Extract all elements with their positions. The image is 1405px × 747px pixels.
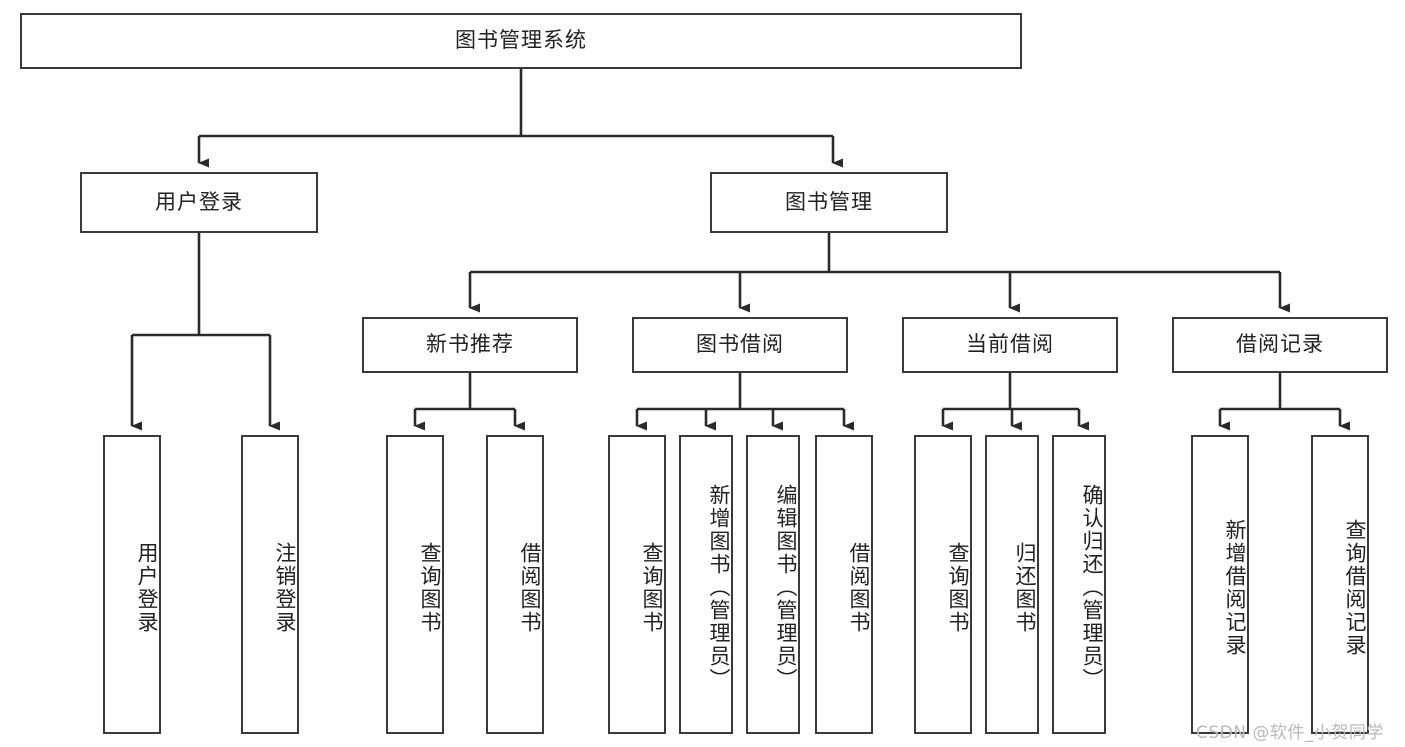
node-leaf-confirm-return-admin[interactable]: 确认归还（管理员） (1052, 435, 1106, 734)
node-new-book-recommend[interactable]: 新书推荐 (362, 317, 578, 373)
node-leaf-edit-book-admin-label: 编辑图书（管理员） (774, 484, 798, 691)
node-root[interactable]: 图书管理系统 (20, 13, 1022, 69)
node-leaf-query-books-borrow[interactable]: 查询图书 (608, 435, 666, 734)
node-leaf-query-books-new[interactable]: 查询图书 (386, 435, 444, 734)
node-leaf-return-books[interactable]: 归还图书 (985, 435, 1039, 734)
node-book-borrow[interactable]: 图书借阅 (632, 317, 848, 373)
node-book-borrow-label: 图书借阅 (696, 332, 784, 357)
node-book-management[interactable]: 图书管理 (710, 172, 948, 233)
node-user-login[interactable]: 用户登录 (80, 172, 318, 233)
node-leaf-user-login[interactable]: 用户登录 (103, 435, 161, 734)
node-leaf-borrow-books-borrow[interactable]: 借阅图书 (815, 435, 873, 734)
node-book-management-label: 图书管理 (785, 189, 873, 214)
node-leaf-confirm-return-admin-label: 确认归还（管理员） (1080, 484, 1104, 691)
node-leaf-query-books-current-label: 查询图书 (946, 541, 970, 634)
node-leaf-logout-login[interactable]: 注销登录 (241, 435, 299, 734)
node-user-login-label: 用户登录 (155, 189, 243, 214)
node-leaf-add-borrow-record[interactable]: 新增借阅记录 (1191, 435, 1249, 734)
node-leaf-add-book-admin-label: 新增图书（管理员） (707, 484, 731, 691)
node-leaf-borrow-books-new[interactable]: 借阅图书 (486, 435, 544, 734)
node-leaf-query-borrow-record-label: 查询借阅记录 (1343, 518, 1367, 657)
node-current-borrow[interactable]: 当前借阅 (902, 317, 1118, 373)
node-leaf-edit-book-admin[interactable]: 编辑图书（管理员） (746, 435, 800, 734)
node-root-label: 图书管理系统 (455, 28, 587, 53)
node-leaf-query-books-new-label: 查询图书 (418, 541, 442, 634)
watermark: CSDN @软件_小贺同学 (1196, 723, 1384, 743)
node-leaf-borrow-books-new-label: 借阅图书 (518, 541, 542, 634)
node-borrow-records[interactable]: 借阅记录 (1172, 317, 1388, 373)
node-current-borrow-label: 当前借阅 (966, 332, 1054, 357)
node-leaf-query-books-borrow-label: 查询图书 (640, 541, 664, 634)
node-leaf-return-books-label: 归还图书 (1013, 541, 1037, 634)
node-leaf-add-book-admin[interactable]: 新增图书（管理员） (679, 435, 733, 734)
node-borrow-records-label: 借阅记录 (1236, 332, 1324, 357)
node-new-book-recommend-label: 新书推荐 (426, 332, 514, 357)
node-leaf-user-login-label: 用户登录 (135, 541, 159, 634)
node-leaf-query-books-current[interactable]: 查询图书 (914, 435, 972, 734)
node-leaf-borrow-books-borrow-label: 借阅图书 (847, 541, 871, 634)
node-leaf-query-borrow-record[interactable]: 查询借阅记录 (1311, 435, 1369, 734)
node-leaf-add-borrow-record-label: 新增借阅记录 (1223, 518, 1247, 657)
node-leaf-logout-login-label: 注销登录 (273, 541, 297, 634)
